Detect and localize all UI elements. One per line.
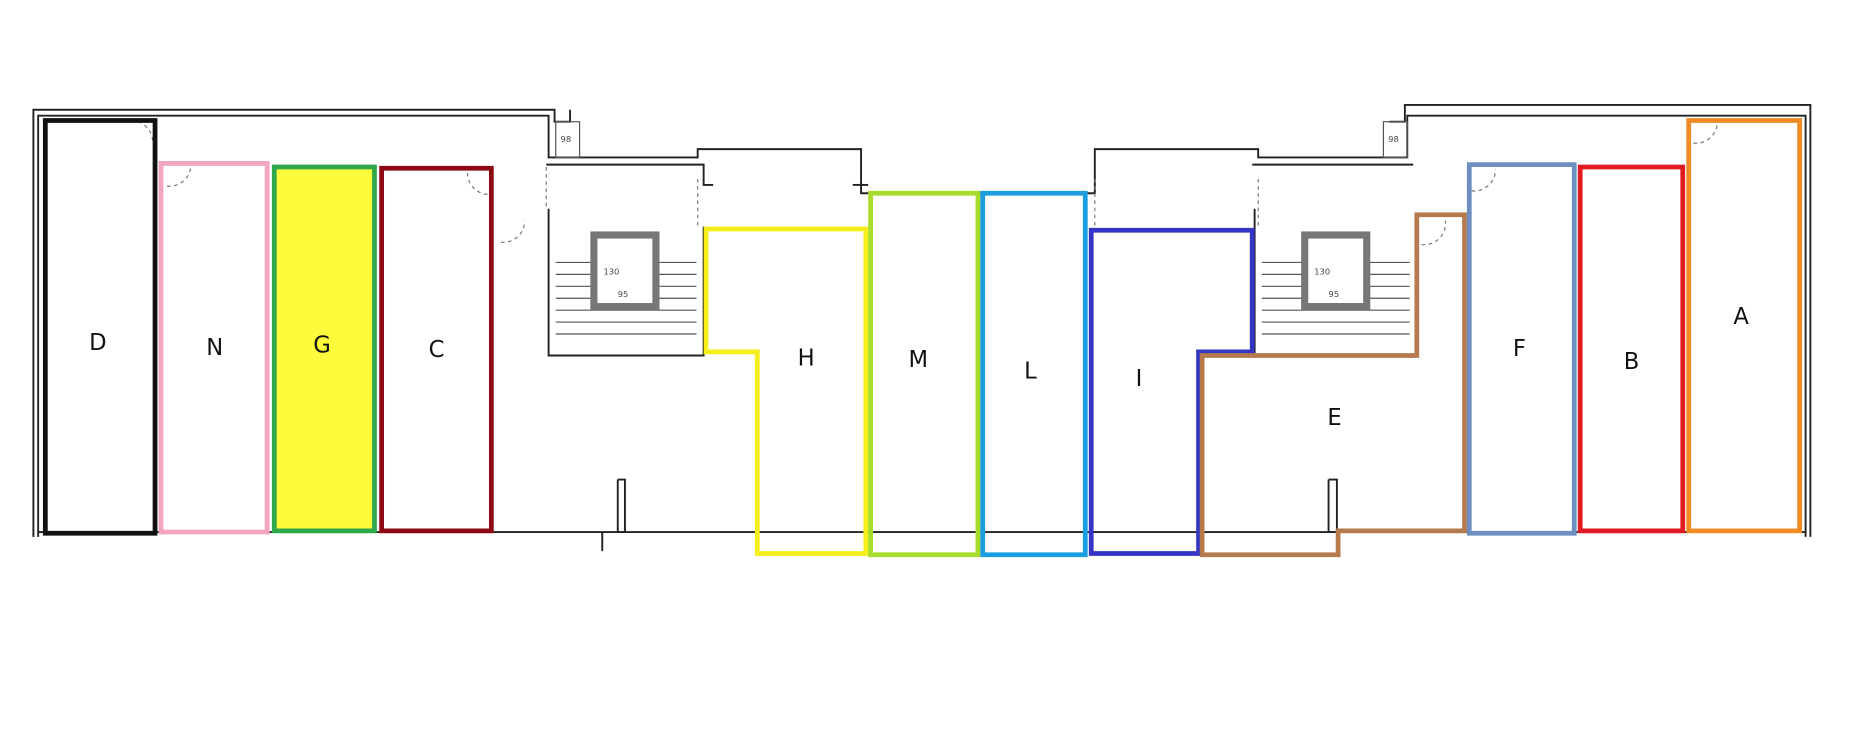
unit-E[interactable] <box>1199 212 1467 558</box>
unit-labels: D N G C H M L I E F B A <box>89 304 1749 431</box>
unit-label-A: A <box>1733 304 1749 330</box>
stair-core-right: 130 95 <box>1261 231 1410 335</box>
unit-N[interactable] <box>158 161 270 535</box>
unit-label-L: L <box>1024 359 1037 385</box>
unit-B[interactable] <box>1577 164 1686 534</box>
unit-I[interactable] <box>1088 227 1255 556</box>
unit-label-H: H <box>798 346 815 372</box>
unit-label-D: D <box>89 330 106 356</box>
stair-core-left: 130 95 <box>555 231 697 335</box>
unit-label-N: N <box>206 335 223 361</box>
unit-label-M: M <box>909 347 929 373</box>
elevator-depth-right: 130 <box>1314 266 1330 276</box>
unit-G[interactable] <box>271 164 377 534</box>
unit-label-I: I <box>1136 366 1143 392</box>
unit-A[interactable] <box>1686 118 1803 534</box>
unit-label-G: G <box>313 332 331 358</box>
elevator-depth-left: 130 <box>603 266 619 276</box>
unit-F[interactable] <box>1466 162 1577 536</box>
unit-label-B: B <box>1624 349 1640 375</box>
unit-C[interactable] <box>379 165 494 534</box>
svg-text:98: 98 <box>561 134 572 144</box>
elevator-width-left: 95 <box>618 289 629 299</box>
svg-text:98: 98 <box>1388 134 1399 144</box>
unit-H[interactable] <box>703 226 869 556</box>
unit-label-E: E <box>1327 405 1341 431</box>
unit-L[interactable] <box>980 190 1088 558</box>
unit-M[interactable] <box>868 190 981 558</box>
unit-D[interactable] <box>42 118 158 536</box>
unit-label-F: F <box>1513 336 1526 362</box>
elevator-width-right: 95 <box>1329 289 1340 299</box>
unit-label-C: C <box>429 337 445 363</box>
